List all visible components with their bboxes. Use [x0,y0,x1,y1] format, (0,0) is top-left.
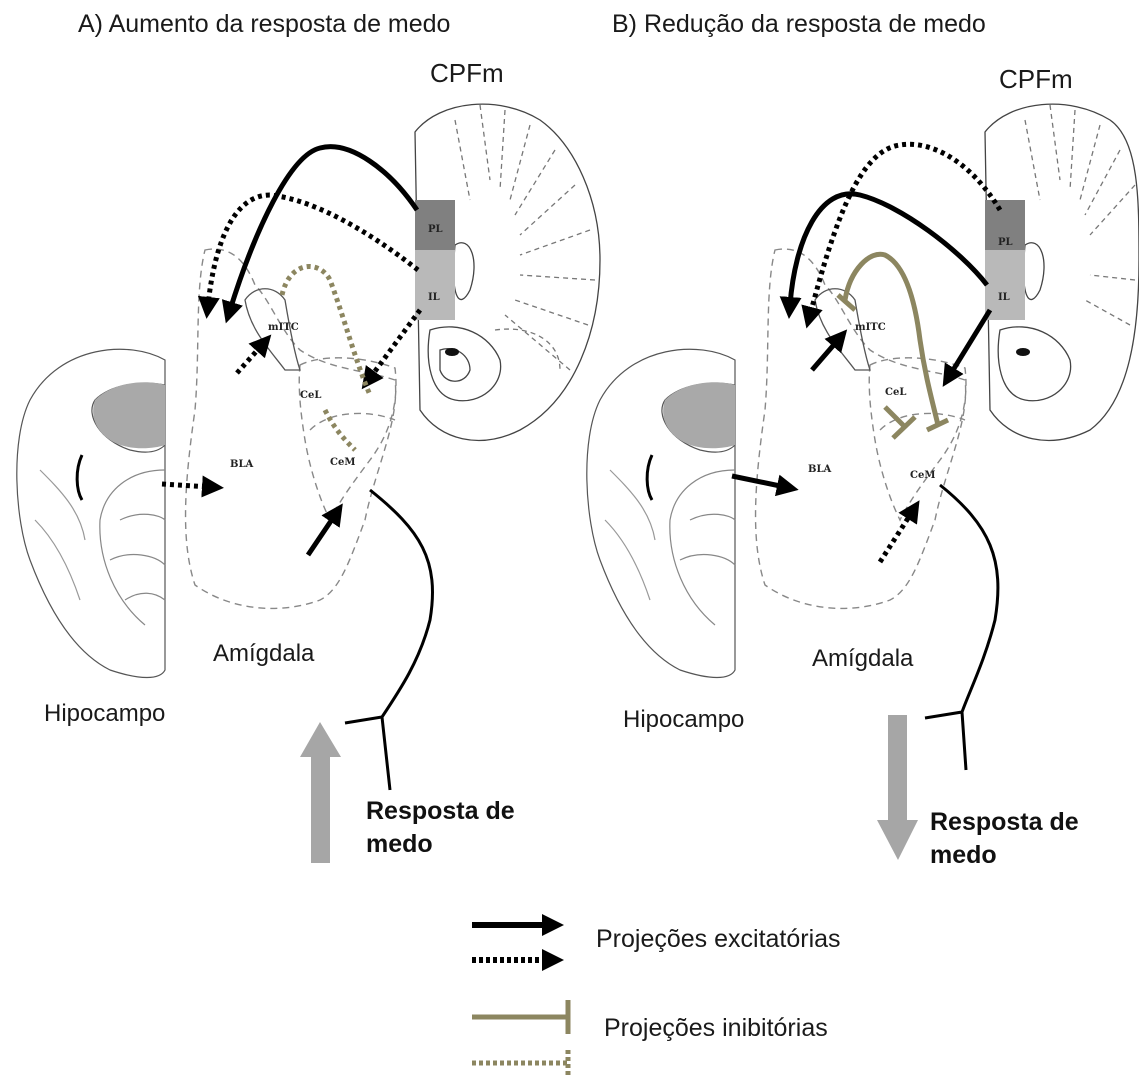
legend-inhibitory-dotted [472,1050,568,1078]
legend-inhibitory-label: Projeções inibitórias [604,1014,828,1043]
pl-label-b: PL [998,237,1013,248]
bla-label-b: BLA [808,464,831,475]
to-cem-solid-a [308,515,335,555]
cem-output-a [345,490,433,790]
hipocampo-label-b: Hipocampo [623,706,744,734]
legend-inhibitory-solid [472,1000,568,1034]
pl-label-a: PL [428,224,443,235]
hippocampus-dark-region-a [93,382,165,448]
hippocampus-dark-region-b [663,382,735,448]
il-region-a [415,250,455,320]
cel-label-b: CeL [885,387,906,398]
il-region-b [985,250,1025,320]
amygdala-outline-a [186,249,396,608]
cpfm-label-b: CPFm [999,64,1073,95]
il-label-a: IL [428,292,440,303]
hipp-to-bla-dotted-a [162,484,210,487]
legend-excitatory-label: Projeções excitatórias [596,925,841,954]
mitc-inhib-cem-b [845,254,938,425]
to-mitc-dotted-a [237,345,262,373]
resposta-label-b: Resposta de medo [930,806,1130,872]
hipocampo-label-a: Hipocampo [44,700,165,728]
bla-label-a: BLA [230,459,253,470]
il-to-cel-solid-b [950,310,990,375]
amigdala-label-a: Amígdala [213,640,314,668]
panel-b: PL IL mITC CeL CeM BLA [587,104,1139,860]
cem-label-a: CeM [330,457,355,468]
panel-a-title: A) Aumento da resposta de medo [78,10,450,39]
to-cem-dotted-b [880,512,912,562]
pfc-dot-b [1016,348,1030,356]
fear-up-arrow [300,722,341,863]
panel-a: PL IL mITC CeL CeM BLA [17,104,600,863]
panel-b-title: B) Redução da resposta de medo [612,10,986,39]
cem-output-b [925,485,998,770]
cpfm-label-a: CPFm [430,58,504,89]
hippocampus-black-edge-a [77,455,82,500]
fear-down-arrow [877,715,918,860]
legend-symbols [472,925,568,1078]
cem-label-b: CeM [910,470,935,481]
to-mitc-solid-b [812,340,838,370]
cel-label-a: CeL [300,390,321,401]
amigdala-label-b: Amígdala [812,645,913,673]
pl-to-bla-solid-a [230,147,417,310]
pfc-dot-a [445,348,459,356]
hipp-to-bla-solid-b [732,476,785,487]
mitc-label-a: mITC [268,322,299,333]
il-label-b: IL [998,292,1010,303]
hippocampus-black-edge-b [647,455,652,500]
resposta-label-a: Resposta de medo [366,795,566,861]
mitc-label-b: mITC [855,322,886,333]
